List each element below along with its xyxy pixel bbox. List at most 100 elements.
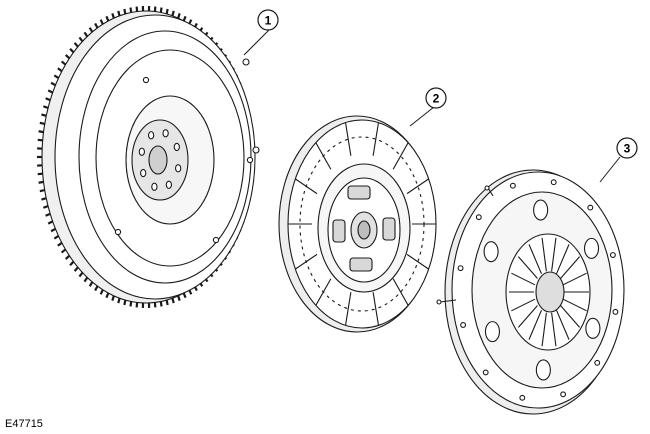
gear-tooth: [165, 299, 169, 306]
gear-tooth: [159, 301, 163, 307]
bolt-hole: [114, 228, 122, 236]
diaphragm-finger: [560, 256, 581, 279]
callout-2: 2: [409, 87, 447, 127]
callout-1-leader: [243, 29, 270, 56]
gear-tooth: [83, 276, 89, 283]
gear-tooth: [171, 10, 175, 17]
cover-window: [583, 237, 600, 259]
diaphragm-finger: [551, 237, 557, 272]
gear-tooth: [57, 241, 63, 247]
gear-tooth: [42, 105, 49, 109]
clutch-disc: [278, 115, 437, 333]
diaphragm-finger: [511, 272, 536, 286]
lining-segment-divider: [372, 122, 380, 156]
gear-tooth: [57, 67, 63, 73]
diaphragm-finger: [541, 312, 547, 347]
gear-tooth: [53, 74, 60, 79]
gear-tooth: [94, 285, 99, 292]
callout-2-leader: [409, 106, 435, 127]
cover-windows: [483, 199, 601, 381]
diaphragm-finger: [562, 272, 587, 286]
callout-1-label: 1: [265, 14, 272, 28]
lining-segment-divider: [344, 292, 352, 326]
gear-tooth: [60, 60, 67, 66]
lining-segment-divider: [406, 253, 429, 270]
diaphragm-finger: [541, 237, 547, 272]
callout-1-circle: [257, 9, 279, 31]
gear-tooth: [129, 301, 133, 307]
cover-dowel-pin: [439, 299, 457, 303]
gear-tooth: [38, 130, 44, 134]
bolt-hole: [212, 236, 220, 244]
gear-tooth: [73, 42, 79, 48]
cover-window: [535, 359, 551, 381]
bolt-hole: [165, 180, 173, 189]
bolt-hole: [151, 182, 158, 191]
callout-3: 3: [599, 137, 638, 183]
gear-tooth: [45, 97, 51, 102]
diaphragm-finger: [528, 309, 543, 340]
callout-3-leader: [599, 156, 621, 183]
gear-tooth: [53, 235, 60, 240]
lining-segment-divider: [392, 142, 409, 170]
callout-1: 1: [243, 9, 279, 56]
gear-tooth: [123, 299, 127, 306]
gear-tooth: [177, 13, 181, 19]
gear-tooth: [39, 188, 45, 193]
flywheel-dowel: [252, 146, 260, 154]
bolt-hole: [138, 147, 145, 156]
gear-tooth: [69, 47, 75, 54]
gear-tooth: [50, 81, 56, 87]
diaphragm-centre: [535, 271, 565, 313]
gear-tooth: [111, 13, 115, 19]
mounting-hole: [475, 214, 482, 221]
gear-tooth: [111, 295, 115, 301]
gear-tooth: [88, 27, 94, 33]
gear-tooth: [50, 227, 56, 233]
gear-tooth: [39, 121, 45, 126]
bolt-hole: [173, 142, 180, 152]
diaphragm-finger: [555, 244, 570, 275]
gear-tooth: [64, 54, 71, 60]
gear-tooth: [73, 266, 79, 272]
gear-tooth: [117, 10, 121, 17]
bolt-hole: [140, 168, 147, 178]
mounting-hole: [560, 391, 567, 398]
callout-3-circle: [616, 137, 638, 159]
mounting-hole: [550, 179, 557, 186]
diaphragm-finger: [560, 305, 581, 328]
bolt-hole: [147, 131, 155, 140]
flywheel-bolt-holes: [114, 76, 254, 244]
gear-tooth: [105, 292, 110, 299]
gear-tooth: [41, 197, 47, 201]
disc-spline-bore: [357, 220, 371, 240]
gear-tooth: [47, 220, 54, 225]
callout-2-circle: [425, 87, 447, 109]
lining-segment-divider: [372, 292, 380, 326]
cover-dowel-pin-head: [436, 299, 442, 305]
disc-damper-springs: [332, 185, 396, 272]
cover-window: [585, 317, 601, 339]
bolt-hole: [175, 164, 182, 173]
mounting-hole: [587, 204, 594, 211]
gear-tooth: [182, 15, 187, 22]
gear-tooth: [129, 7, 133, 13]
diaphragm-finger: [562, 298, 587, 312]
gear-tooth: [69, 260, 75, 267]
disc-lining-segments: [288, 122, 436, 326]
flywheel: [37, 6, 260, 308]
gear-tooth: [165, 8, 169, 15]
diaphragm-spring-fingers: [509, 237, 589, 347]
gear-tooth: [78, 36, 84, 43]
gear-tooth: [37, 138, 43, 142]
gear-tooth: [60, 248, 67, 254]
bolt-hole: [142, 76, 150, 84]
diaphragm-finger: [528, 244, 543, 275]
gear-tooth: [41, 113, 47, 117]
callout-2-label: 2: [433, 92, 440, 106]
mounting-hole: [609, 252, 616, 258]
gear-tooth: [83, 31, 89, 38]
mounting-hole: [612, 308, 619, 315]
gear-tooth: [78, 271, 84, 278]
